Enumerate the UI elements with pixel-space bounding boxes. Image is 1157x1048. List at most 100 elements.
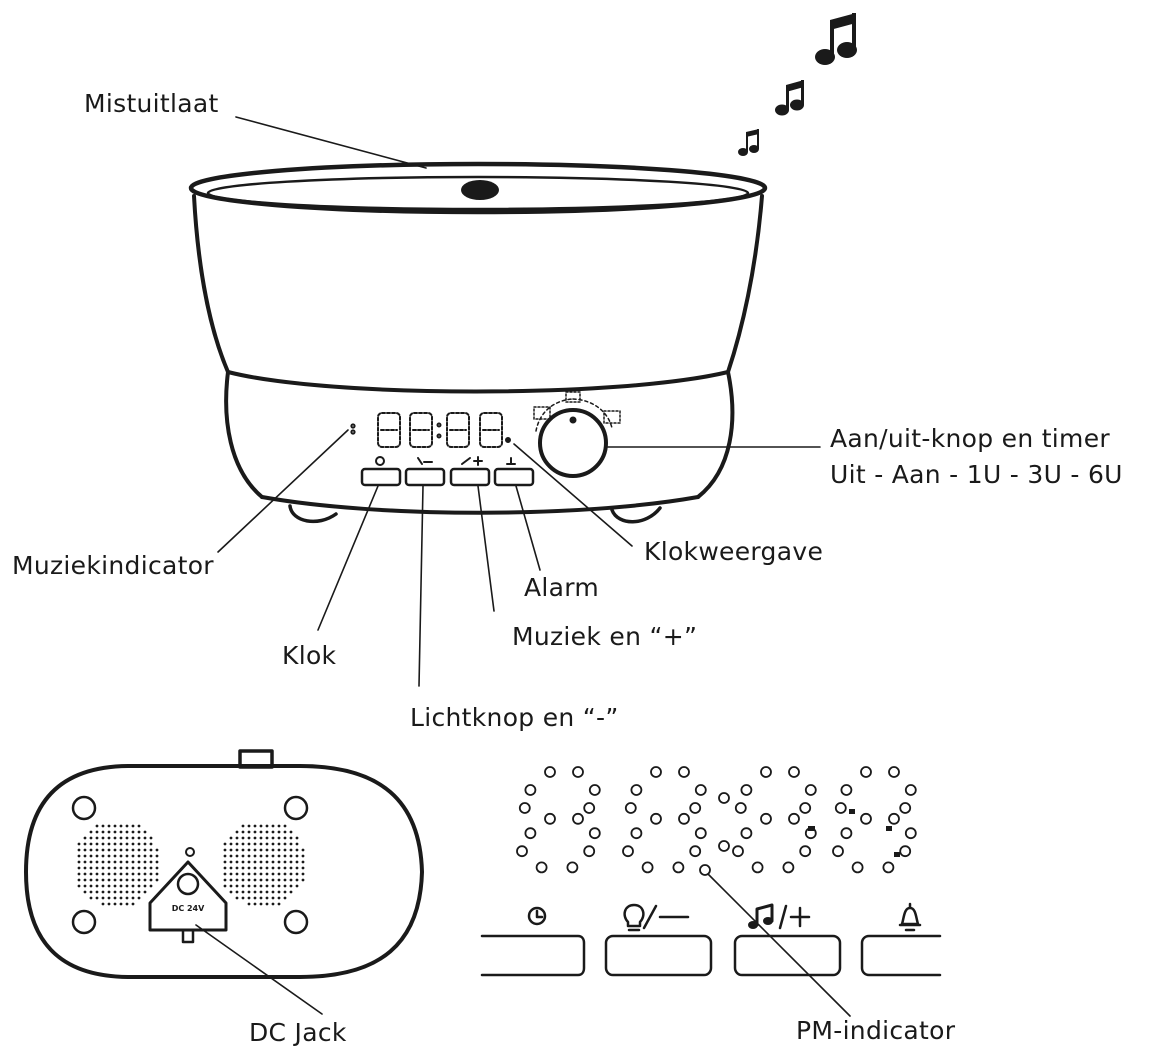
grille-hole (101, 866, 105, 870)
front-alarm-button[interactable] (493, 457, 535, 487)
grille-hole (235, 842, 239, 846)
grille-hole (125, 896, 129, 900)
grille-hole (253, 842, 257, 846)
grille-hole (253, 860, 257, 864)
grille-hole (259, 872, 263, 876)
zoom-digit-4-dot (899, 845, 912, 858)
grille-hole (107, 890, 111, 894)
grille-hole (89, 854, 93, 858)
grille-hole (131, 884, 135, 888)
grille-hole (289, 830, 293, 834)
grille-hole (131, 890, 135, 894)
grille-hole (223, 842, 227, 846)
grille-hole (131, 854, 135, 858)
grille-hole (119, 878, 123, 882)
grille-hole (247, 848, 251, 852)
grille-hole (259, 878, 263, 882)
grille-hole (107, 836, 111, 840)
grille-hole (253, 890, 257, 894)
grille-hole (235, 848, 239, 852)
grille-hole (241, 842, 245, 846)
grille-hole (223, 884, 227, 888)
zoom-digit-1-dot (572, 766, 584, 778)
grille-hole (295, 884, 299, 888)
grille-hole (247, 902, 251, 906)
grille-hole (271, 836, 275, 840)
zoom-digit-3-dot (788, 812, 800, 825)
grille-hole (253, 836, 257, 840)
grille-hole (143, 866, 147, 870)
grille-hole (113, 860, 117, 864)
power-timer-knob[interactable] (533, 391, 621, 478)
zoom-music-plus-button[interactable] (733, 934, 842, 977)
grille-hole (277, 896, 281, 900)
front-light-minus-button[interactable] (404, 457, 446, 487)
grille-hole (113, 884, 117, 888)
grille-hole (125, 872, 129, 876)
grille-hole (125, 866, 129, 870)
grille-hole (283, 878, 287, 882)
grille-hole (223, 860, 227, 864)
grille-hole (101, 836, 105, 840)
grille-hole (149, 848, 153, 852)
grille-hole (259, 884, 263, 888)
grille-hole (301, 860, 305, 864)
front-clock-button[interactable] (360, 456, 402, 487)
label-alarm: Alarm (524, 573, 600, 602)
grille-hole (289, 878, 293, 882)
grille-hole (253, 824, 257, 828)
front-music-plus-button[interactable] (449, 456, 491, 487)
zoom-digit-2-dot (689, 802, 702, 814)
zoom-digit-1-dot (583, 845, 596, 858)
grille-hole (95, 842, 99, 846)
grille-hole (113, 890, 117, 894)
front-buttons (360, 456, 535, 487)
grille-hole (119, 884, 123, 888)
grille-hole (247, 842, 251, 846)
grille-hole (289, 836, 293, 840)
grille-hole (277, 878, 281, 882)
grille-hole (271, 890, 275, 894)
grille-hole (125, 842, 129, 846)
grille-hole (89, 884, 93, 888)
grille-hole (283, 866, 287, 870)
label-clock: Klok (282, 641, 337, 670)
grille-hole (295, 842, 299, 846)
front-digit-3 (446, 412, 470, 448)
grille-hole (83, 866, 87, 870)
zoom-indicator-marks (808, 809, 900, 857)
zoom-digit-2-dot (689, 845, 702, 858)
grille-hole (143, 884, 147, 888)
grille-hole (137, 830, 141, 834)
zoom-digit-1-dot (524, 784, 537, 796)
grille-hole (271, 842, 275, 846)
front-digit-1 (377, 412, 401, 448)
zoom-clock-button[interactable] (480, 934, 586, 977)
zoom-light-minus-button[interactable] (604, 934, 713, 977)
grille-hole (301, 866, 305, 870)
zoom-digit-2-dot (624, 802, 637, 814)
zoom-digit-2-dot (630, 827, 643, 840)
grille-hole (277, 836, 281, 840)
grille-hole (265, 830, 269, 834)
zoom-alarm-button[interactable] (860, 934, 942, 977)
grille-hole (277, 860, 281, 864)
grille-hole (247, 866, 251, 870)
grille-hole (107, 848, 111, 852)
grille-hole (235, 878, 239, 882)
grille-hole (265, 884, 269, 888)
grille-hole (253, 872, 257, 876)
grille-hole (107, 902, 111, 906)
grille-hole (107, 878, 111, 882)
grille-hole (95, 824, 99, 828)
grille-hole (95, 884, 99, 888)
zoom-digit-3-dot (760, 766, 772, 778)
label-pm-indicator: PM-indicator (796, 1016, 956, 1045)
grille-hole (149, 872, 153, 876)
grille-hole (77, 848, 81, 852)
grille-hole (83, 842, 87, 846)
grille-hole (277, 866, 281, 870)
grille-hole (131, 860, 135, 864)
grille-hole (125, 848, 129, 852)
zoom-digit-1-dot (516, 845, 528, 858)
